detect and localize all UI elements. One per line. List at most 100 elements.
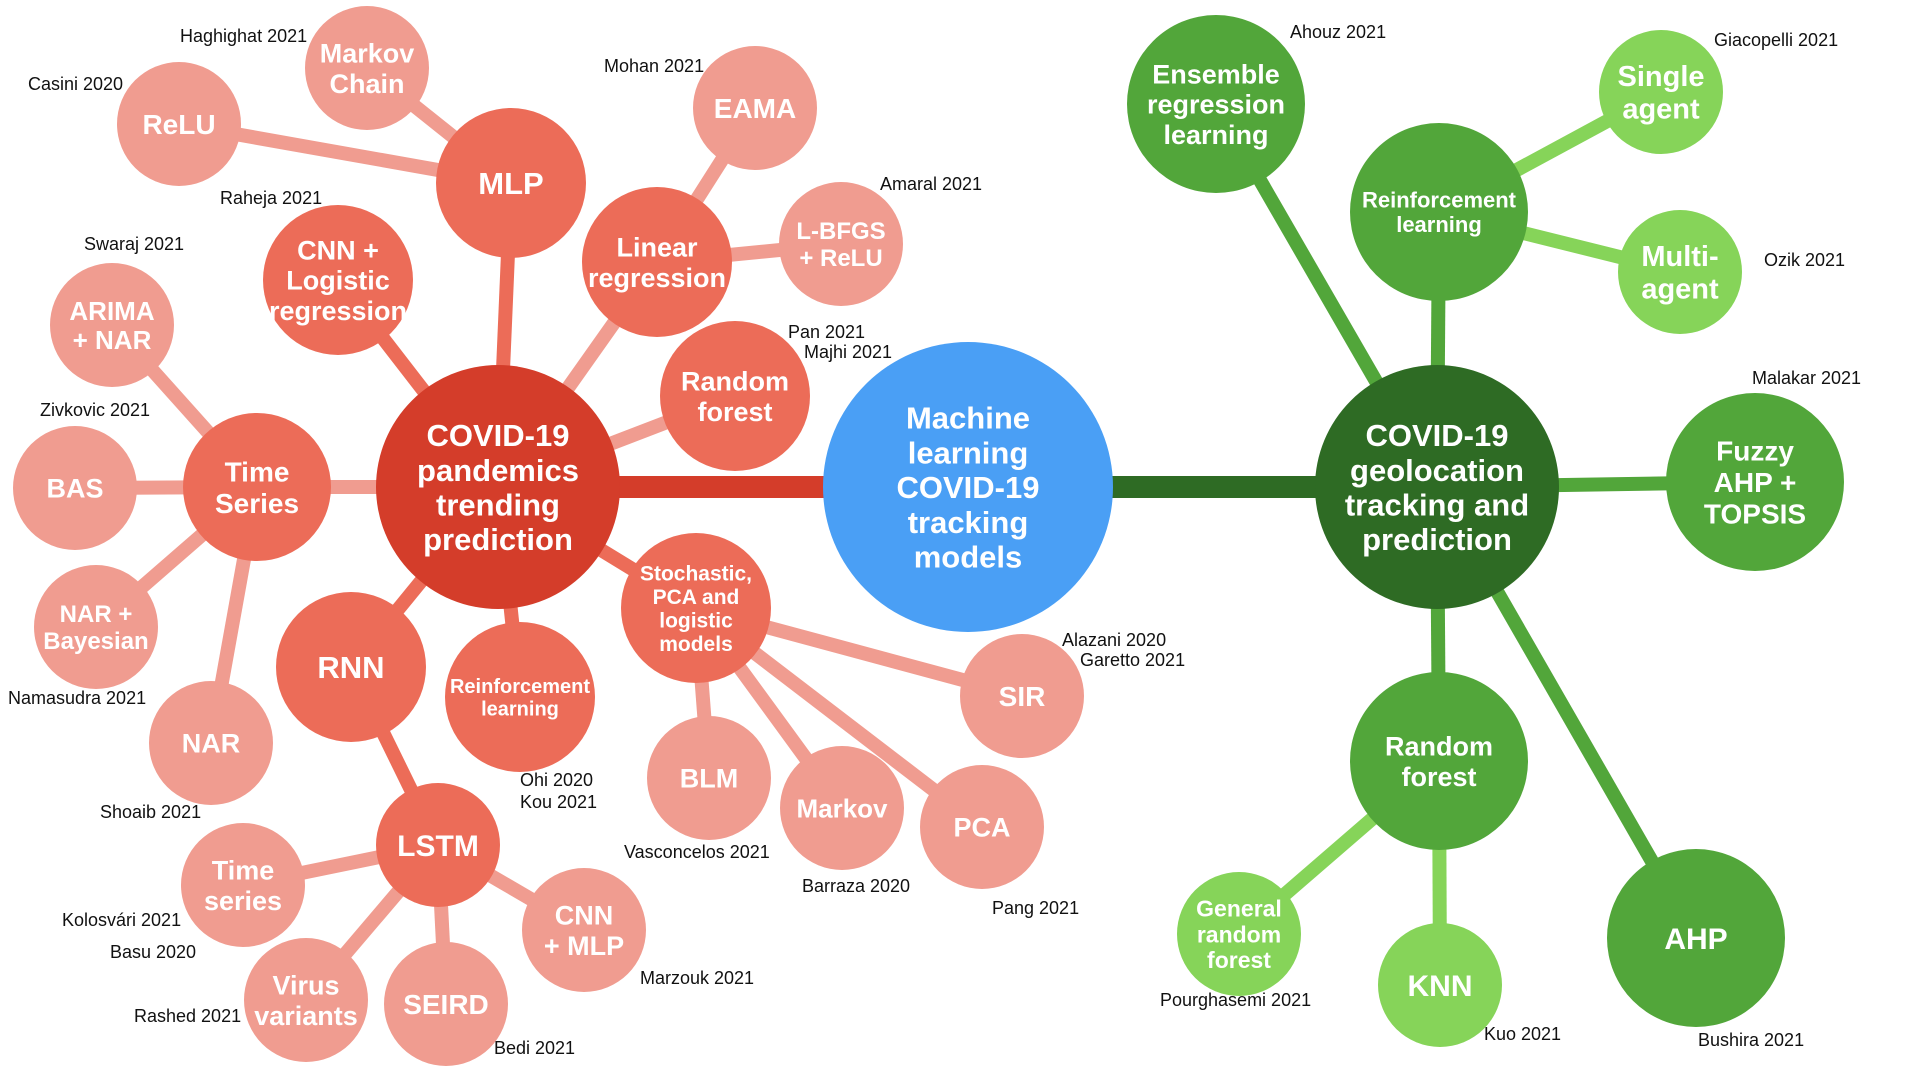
node-circle-cnn-logistic — [263, 205, 413, 355]
node-circle-virus-variants — [244, 938, 368, 1062]
node-label-ahp: AHP — [1664, 923, 1727, 956]
node-nar: NAR — [149, 681, 273, 805]
node-circle-lbfgs-relu — [779, 182, 903, 306]
ref-label: Marzouk 2021 — [640, 968, 754, 988]
node-circle-reinforcement-green — [1350, 123, 1528, 301]
node-circle-lstm — [376, 783, 500, 907]
node-label-rnn: RNN — [317, 650, 384, 685]
node-circle-geolocation — [1315, 365, 1559, 609]
ref-label: Ahouz 2021 — [1290, 22, 1386, 42]
node-label-markov: Markov — [796, 793, 888, 823]
node-multi-agent: Multi-agent — [1618, 210, 1742, 334]
ref-label: Pan 2021 — [788, 322, 865, 342]
ref-label: Ohi 2020 — [520, 770, 593, 790]
node-label-nar: NAR — [182, 729, 241, 759]
ref-label: Bushira 2021 — [1698, 1030, 1804, 1050]
reference-labels: Haghighat 2021 Casini 2020 Raheja 2021 M… — [8, 22, 1861, 1058]
node-circle-multi-agent — [1618, 210, 1742, 334]
node-circle-reinforcement-red — [445, 622, 595, 772]
node-cnn-mlp: CNN+ MLP — [522, 868, 646, 992]
node-sir: SIR — [960, 634, 1084, 758]
node-label-nar-bayesian: NAR +Bayesian — [43, 601, 148, 655]
ref-label: Giacopelli 2021 — [1714, 30, 1838, 50]
node-lbfgs-relu: L-BFGS+ ReLU — [779, 182, 903, 306]
node-relu: ReLU — [117, 62, 241, 186]
ref-label: Shoaib 2021 — [100, 802, 201, 822]
node-knn: KNN — [1378, 923, 1502, 1047]
ref-label: Barraza 2020 — [802, 876, 910, 896]
node-circle-root — [823, 342, 1113, 632]
node-circle-relu — [117, 62, 241, 186]
node-circle-knn — [1378, 923, 1502, 1047]
ref-label: Kou 2021 — [520, 792, 597, 812]
node-circle-pandemics — [376, 365, 620, 609]
node-label-knn: KNN — [1408, 970, 1473, 1003]
node-circle-random-forest-red — [660, 321, 810, 471]
ref-label: Mohan 2021 — [604, 56, 704, 76]
ref-label: Majhi 2021 — [804, 342, 892, 362]
node-circle-markov-chain — [305, 6, 429, 130]
node-circle-random-forest-green — [1350, 672, 1528, 850]
ref-label: Haghighat 2021 — [180, 26, 307, 46]
node-mlp: MLP — [436, 108, 586, 258]
ref-label: Raheja 2021 — [220, 188, 322, 208]
ref-label: Ozik 2021 — [1764, 250, 1845, 270]
node-label-mlp: MLP — [478, 166, 543, 201]
node-circle-ahp — [1607, 849, 1785, 1027]
node-blm: BLM — [647, 716, 771, 840]
node-circle-blm — [647, 716, 771, 840]
node-label-pca: PCA — [953, 813, 1010, 843]
ref-label: Casini 2020 — [28, 74, 123, 94]
node-circle-linear-regression — [582, 187, 732, 337]
node-circle-seird — [384, 942, 508, 1066]
node-circle-ensemble — [1127, 15, 1305, 193]
ref-label: Basu 2020 — [110, 942, 196, 962]
ref-label: Malakar 2021 — [1752, 368, 1861, 388]
ref-label: Bedi 2021 — [494, 1038, 575, 1058]
node-label-bas: BAS — [46, 474, 103, 504]
node-circle-rnn — [276, 592, 426, 742]
node-circle-arima-nar — [50, 263, 174, 387]
node-label-sir: SIR — [999, 681, 1046, 712]
node-circle-stochastic — [621, 533, 771, 683]
node-circle-sir — [960, 634, 1084, 758]
ref-label: Vasconcelos 2021 — [624, 842, 770, 862]
node-circle-cnn-mlp — [522, 868, 646, 992]
node-bas: BAS — [13, 426, 137, 550]
ref-label: Rashed 2021 — [134, 1006, 241, 1026]
node-circle-time-series — [183, 413, 331, 561]
node-label-multi-agent: Multi-agent — [1641, 241, 1719, 305]
ref-label: Pang 2021 — [992, 898, 1079, 918]
ref-label: Zivkovic 2021 — [40, 400, 150, 420]
node-circle-time-series-lstm — [181, 823, 305, 947]
node-circle-mlp — [436, 108, 586, 258]
ref-label: Kuo 2021 — [1484, 1024, 1561, 1044]
ref-label: Swaraj 2021 — [84, 234, 184, 254]
